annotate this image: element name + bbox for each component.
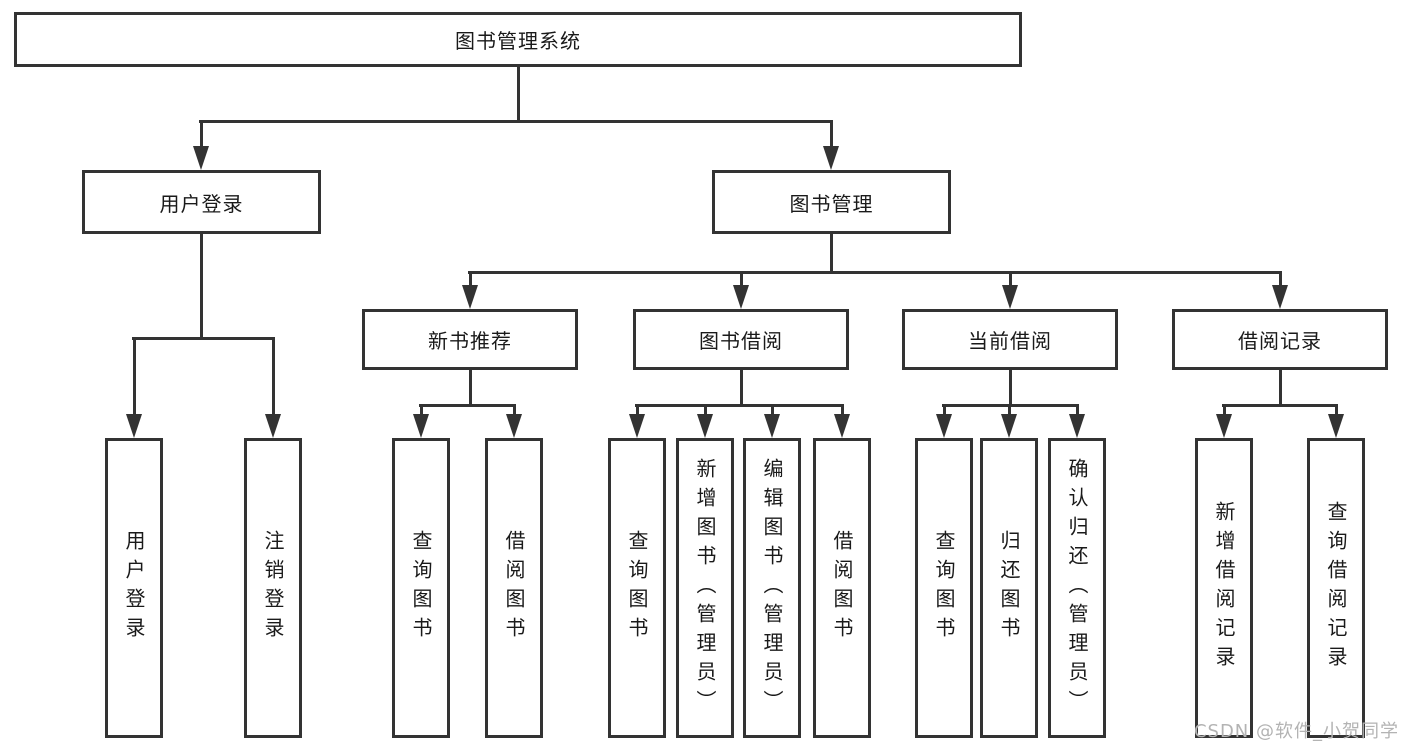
node-book-borrow: 图书借阅 [633, 309, 849, 370]
connector-line [513, 404, 516, 414]
arrowhead-down-icon [733, 285, 749, 309]
connector-line [468, 271, 1282, 274]
leaf-user-login: 用户登录 [105, 438, 163, 738]
connector-line [469, 370, 472, 404]
connector-line [517, 67, 520, 120]
connector-line [1222, 404, 1338, 407]
connector-line [740, 370, 743, 404]
connector-line [200, 120, 203, 148]
connector-line [1008, 404, 1011, 414]
connector-line [1009, 370, 1012, 404]
node-root: 图书管理系统 [14, 12, 1022, 67]
leaf-add-books-admin: 新增图书（管理员） [676, 438, 734, 738]
leaf-query-books-borrow: 查询图书 [608, 438, 666, 738]
node-current-borrow: 当前借阅 [902, 309, 1118, 370]
leaf-borrow-books-recommend: 借阅图书 [485, 438, 543, 738]
node-user-login: 用户登录 [82, 170, 321, 234]
connector-line [199, 120, 833, 123]
csdn-watermark: CSDN @软件_小贺同学 [1193, 721, 1399, 742]
connector-line [635, 404, 844, 407]
leaf-confirm-return-admin: 确认归还（管理员） [1048, 438, 1106, 738]
arrowhead-down-icon [506, 414, 522, 438]
connector-line [420, 404, 423, 414]
arrowhead-down-icon [1002, 285, 1018, 309]
arrowhead-down-icon [462, 285, 478, 309]
connector-line [1223, 404, 1226, 414]
arrowhead-down-icon [1216, 414, 1232, 438]
arrowhead-down-icon [126, 414, 142, 438]
node-new-book-recommend: 新书推荐 [362, 309, 578, 370]
leaf-query-books-recommend: 查询图书 [392, 438, 450, 738]
connector-line [133, 337, 136, 414]
leaf-query-books-current: 查询图书 [915, 438, 973, 738]
node-book-management: 图书管理 [712, 170, 951, 234]
connector-line [132, 337, 275, 340]
leaf-query-borrow-record: 查询借阅记录 [1307, 438, 1365, 738]
connector-line [1009, 271, 1012, 285]
arrowhead-down-icon [1328, 414, 1344, 438]
arrowhead-down-icon [936, 414, 952, 438]
arrowhead-down-icon [823, 146, 839, 170]
connector-line [1279, 271, 1282, 285]
arrowhead-down-icon [764, 414, 780, 438]
connector-line [704, 404, 707, 414]
arrowhead-down-icon [1001, 414, 1017, 438]
connector-line [1076, 404, 1079, 414]
connector-line [943, 404, 946, 414]
connector-line [469, 271, 472, 285]
connector-line [200, 234, 203, 337]
connector-line [841, 404, 844, 414]
leaf-return-books: 归还图书 [980, 438, 1038, 738]
arrowhead-down-icon [697, 414, 713, 438]
connector-line [830, 120, 833, 148]
connector-line [771, 404, 774, 414]
arrowhead-down-icon [1069, 414, 1085, 438]
connector-line [272, 337, 275, 414]
connector-line [1279, 370, 1282, 404]
connector-line [830, 234, 833, 271]
leaf-logout: 注销登录 [244, 438, 302, 738]
arrowhead-down-icon [834, 414, 850, 438]
leaf-borrow-books: 借阅图书 [813, 438, 871, 738]
arrowhead-down-icon [413, 414, 429, 438]
connector-line [636, 404, 639, 414]
leaf-edit-books-admin: 编辑图书（管理员） [743, 438, 801, 738]
connector-line [740, 271, 743, 285]
connector-line [1335, 404, 1338, 414]
arrowhead-down-icon [629, 414, 645, 438]
connector-line [419, 404, 516, 407]
node-borrow-records: 借阅记录 [1172, 309, 1388, 370]
arrowhead-down-icon [193, 146, 209, 170]
arrowhead-down-icon [265, 414, 281, 438]
leaf-add-borrow-record: 新增借阅记录 [1195, 438, 1253, 738]
arrowhead-down-icon [1272, 285, 1288, 309]
